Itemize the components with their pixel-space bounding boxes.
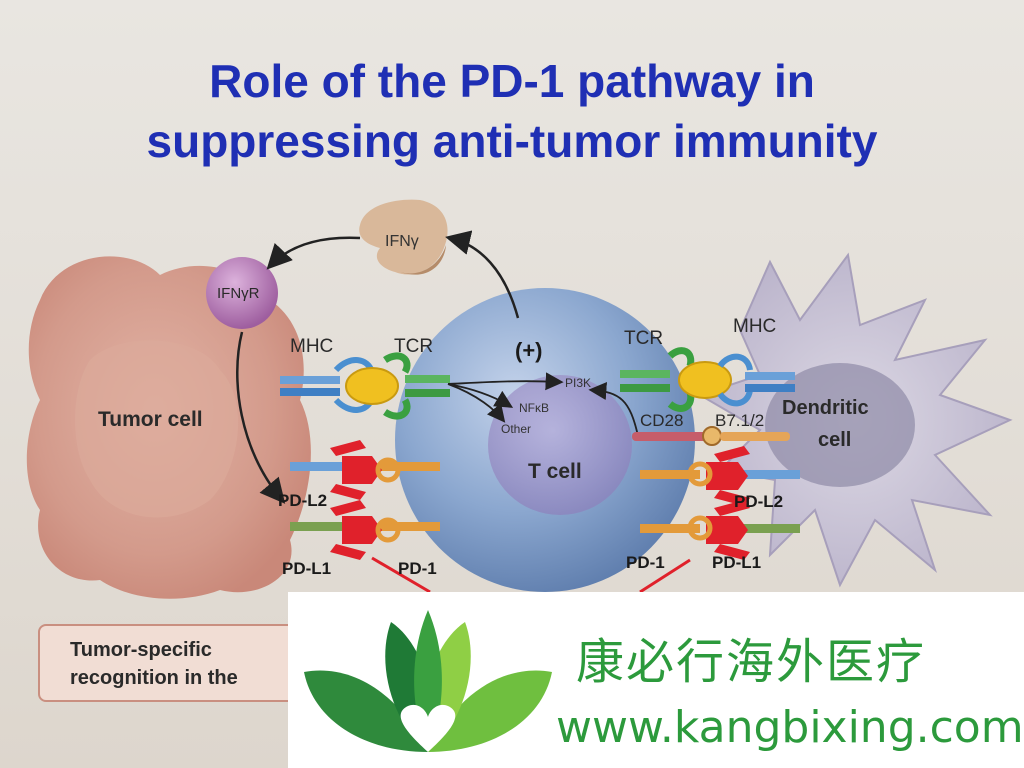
tcr-right-label: TCR xyxy=(624,328,663,349)
tcr-left-label: TCR xyxy=(394,336,433,357)
pdl1-left-label: PD-L1 xyxy=(282,559,331,578)
right-pd1-pdl1-complex xyxy=(639,500,800,594)
pdl2-left-label: PD-L2 xyxy=(278,491,327,510)
ifng-molecule xyxy=(359,199,448,275)
tcr-to-pi3k-arrow xyxy=(447,372,564,391)
right-pd1-pdl2-complex xyxy=(640,446,800,506)
right-tcr-mhc-complex xyxy=(620,347,795,412)
slide-title-line2: suppressing anti-tumor immunity xyxy=(146,115,878,167)
ifngr-to-pdl2-arrow xyxy=(236,331,286,504)
pdl1-right-label: PD-L1 xyxy=(712,553,761,572)
ifng-label: IFNγ xyxy=(385,233,419,250)
mhc-right-label: MHC xyxy=(733,316,776,337)
slide-title-line1: Role of the PD-1 pathway in xyxy=(209,55,815,107)
other-label: Other xyxy=(501,422,531,436)
dendritic-cell xyxy=(697,252,1013,588)
caption-line2: recognition in the xyxy=(70,667,238,689)
ifngr-label: IFNγR xyxy=(217,285,260,302)
lotus-logo xyxy=(304,610,552,752)
tcr-to-other-arrow xyxy=(447,383,506,423)
nfkb-label: NFκB xyxy=(519,401,549,415)
tcr-to-nfkb-arrow xyxy=(447,383,514,408)
dendritic-cell-label-line1: Dendritic xyxy=(782,397,869,419)
dendritic-cell-label-line2: cell xyxy=(818,429,851,451)
watermark-chinese-text: 康必行海外医疗 xyxy=(576,634,927,690)
left-pdl1-pd1-complex xyxy=(290,500,440,594)
tcell-to-ifng-arrow xyxy=(445,230,520,319)
pi3k-label: PI3K xyxy=(565,376,591,390)
pd1-right-label: PD-1 xyxy=(626,553,665,572)
mhc-left-label: MHC xyxy=(290,336,333,357)
cd28-b7-complex xyxy=(632,426,790,446)
t-cell-label: T cell xyxy=(528,460,582,483)
left-mhc-tcr-complex xyxy=(280,352,450,420)
cd28-label: CD28 xyxy=(640,411,683,430)
activation-sign: (+) xyxy=(515,338,543,363)
ifngr-receptor xyxy=(206,257,278,329)
left-pdl2-pd1-complex xyxy=(290,440,440,500)
ifng-to-ifngr-arrow xyxy=(266,236,361,270)
pdl2-right-label: PD-L2 xyxy=(734,492,783,511)
tumor-cell-label: Tumor cell xyxy=(98,408,203,431)
t-cell xyxy=(395,288,695,592)
watermark-url[interactable]: www.kangbixing.com xyxy=(556,702,1024,753)
caption-line1: Tumor-specific xyxy=(70,639,212,661)
pd1-left-label: PD-1 xyxy=(398,559,437,578)
b7-label: B7.1/2 xyxy=(715,411,764,430)
cd28-to-pi3k-arrow xyxy=(588,382,639,437)
